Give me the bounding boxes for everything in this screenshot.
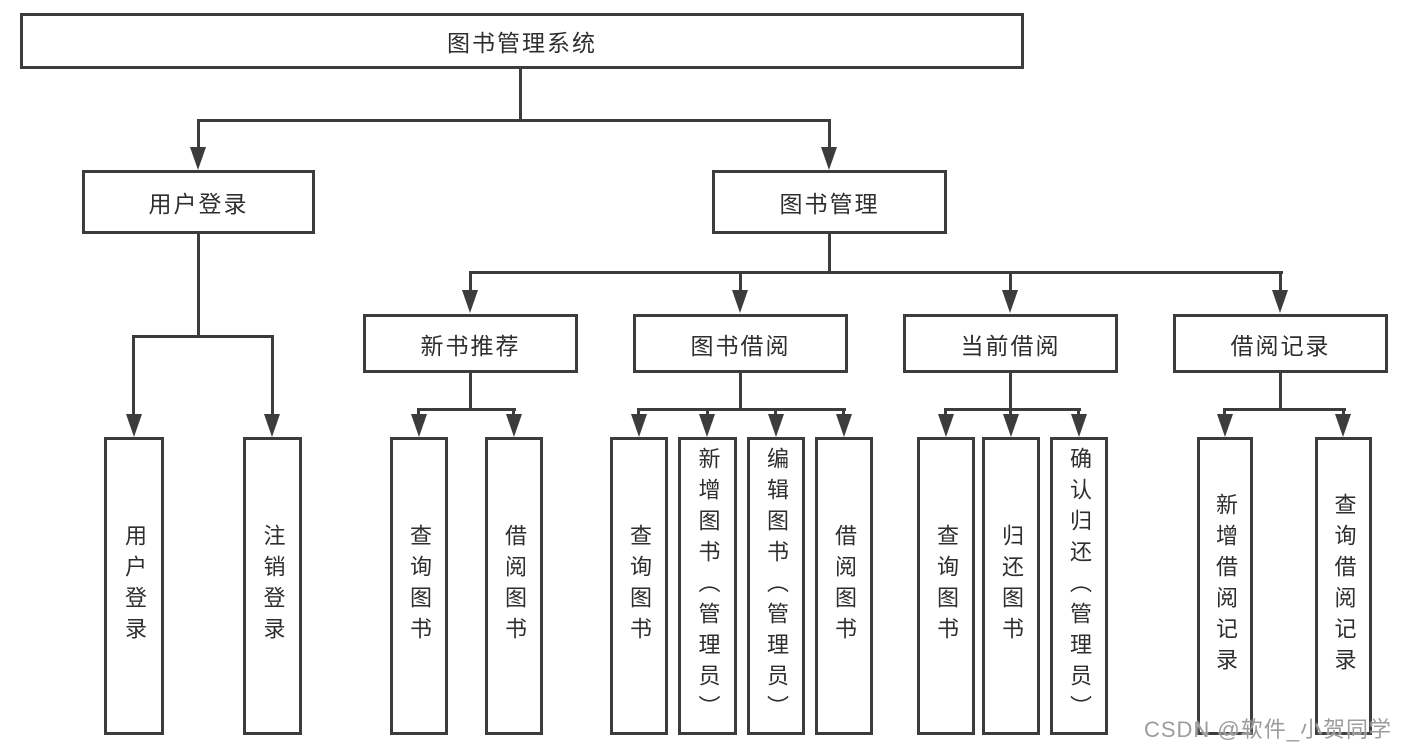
connector-line xyxy=(1342,408,1345,418)
leaf-return-books: 归还图书 xyxy=(982,437,1040,735)
arrow-down-icon xyxy=(631,414,647,437)
arrow-down-icon xyxy=(836,414,852,437)
leaf-logout: 注销登录 xyxy=(243,437,302,735)
arrow-down-icon xyxy=(1002,290,1018,313)
connector-line xyxy=(417,408,420,418)
csdn-watermark: CSDN @软件_小贺同学 xyxy=(1143,717,1392,742)
connector-line xyxy=(512,408,515,418)
leaf-label: 新增图书（管理员） xyxy=(695,446,721,726)
connector-line xyxy=(132,335,274,338)
connector-line xyxy=(739,373,742,410)
arrow-down-icon xyxy=(1335,414,1351,437)
arrow-down-icon xyxy=(411,414,427,437)
leaf-label: 新增借阅记录 xyxy=(1213,493,1238,679)
node-new-book-recommend: 新书推荐 xyxy=(363,314,578,373)
connector-line xyxy=(197,119,831,122)
leaf-label: 查询图书 xyxy=(407,524,432,648)
connector-line xyxy=(519,68,522,122)
leaf-query-books-borrowing: 查询图书 xyxy=(610,437,668,735)
connector-line xyxy=(1223,408,1346,411)
arrow-down-icon xyxy=(1272,290,1288,313)
connector-line xyxy=(828,234,831,274)
leaf-label: 归还图书 xyxy=(999,524,1024,648)
arrow-down-icon xyxy=(732,290,748,313)
connector-line xyxy=(1279,271,1282,295)
arrow-down-icon xyxy=(821,147,837,170)
node-book-borrowing: 图书借阅 xyxy=(633,314,848,373)
node-borrow-records: 借阅记录 xyxy=(1173,314,1388,373)
connector-line xyxy=(842,408,845,418)
arrow-down-icon xyxy=(506,414,522,437)
node-current-borrowing: 当前借阅 xyxy=(903,314,1118,373)
connector-line xyxy=(1223,408,1226,418)
connector-line xyxy=(1077,408,1080,418)
connector-line xyxy=(132,335,135,414)
connector-line xyxy=(944,408,947,418)
connector-line xyxy=(271,335,274,414)
leaf-label: 编辑图书（管理员） xyxy=(764,446,789,726)
connector-line xyxy=(197,234,200,337)
connector-line xyxy=(197,119,200,151)
node-book-management: 图书管理 xyxy=(712,170,947,234)
arrow-down-icon xyxy=(1003,414,1019,437)
leaf-query-books-recommend: 查询图书 xyxy=(390,437,448,735)
arrow-down-icon xyxy=(264,414,280,437)
node-current-borrowing-label: 当前借阅 xyxy=(960,332,1061,359)
connector-line xyxy=(739,271,742,295)
node-new-book-recommend-label: 新书推荐 xyxy=(420,332,521,359)
connector-line xyxy=(637,408,846,411)
node-root: 图书管理系统 xyxy=(20,13,1024,69)
node-book-borrowing-label: 图书借阅 xyxy=(690,332,791,359)
connector-line xyxy=(469,271,1283,274)
connector-line xyxy=(1279,373,1282,410)
leaf-add-books-admin: 新增图书（管理员） xyxy=(678,437,737,735)
leaf-label: 借阅图书 xyxy=(832,524,857,648)
connector-line xyxy=(774,408,777,418)
connector-line xyxy=(828,119,831,151)
arrow-down-icon xyxy=(768,414,784,437)
leaf-label: 注销登录 xyxy=(260,524,286,648)
connector-line xyxy=(1009,271,1012,295)
connector-line xyxy=(944,408,1081,411)
arrow-down-icon xyxy=(1217,414,1233,437)
node-user-login: 用户登录 xyxy=(82,170,315,234)
leaf-label: 查询图书 xyxy=(627,524,652,648)
connector-line xyxy=(1009,408,1012,418)
leaf-borrow-books-recommend: 借阅图书 xyxy=(485,437,543,735)
connector-line xyxy=(469,271,472,295)
leaf-query-borrow-record: 查询借阅记录 xyxy=(1315,437,1372,735)
arrow-down-icon xyxy=(699,414,715,437)
leaf-edit-books-admin: 编辑图书（管理员） xyxy=(747,437,805,735)
leaf-label: 确认归还（管理员） xyxy=(1067,446,1092,726)
connector-line xyxy=(706,408,709,418)
connector-line xyxy=(469,373,472,410)
leaf-query-books-current: 查询图书 xyxy=(917,437,975,735)
arrow-down-icon xyxy=(938,414,954,437)
node-book-management-label: 图书管理 xyxy=(779,191,880,217)
connector-line xyxy=(417,408,516,411)
leaf-borrow-books: 借阅图书 xyxy=(815,437,873,735)
arrow-down-icon xyxy=(190,147,206,170)
arrow-down-icon xyxy=(1071,414,1087,437)
connector-line xyxy=(637,408,640,418)
connector-line xyxy=(1009,373,1012,410)
arrow-down-icon xyxy=(126,414,142,437)
node-root-label: 图书管理系统 xyxy=(447,30,597,56)
node-borrow-records-label: 借阅记录 xyxy=(1230,332,1331,359)
leaf-label: 借阅图书 xyxy=(502,524,527,648)
node-user-login-label: 用户登录 xyxy=(148,191,249,217)
leaf-label: 查询图书 xyxy=(934,524,959,648)
leaf-label: 用户登录 xyxy=(122,524,147,648)
leaf-confirm-return-admin: 确认归还（管理员） xyxy=(1050,437,1108,735)
leaf-label: 查询借阅记录 xyxy=(1331,493,1357,679)
arrow-down-icon xyxy=(462,290,478,313)
leaf-add-borrow-record: 新增借阅记录 xyxy=(1197,437,1253,735)
leaf-user-login: 用户登录 xyxy=(104,437,164,735)
